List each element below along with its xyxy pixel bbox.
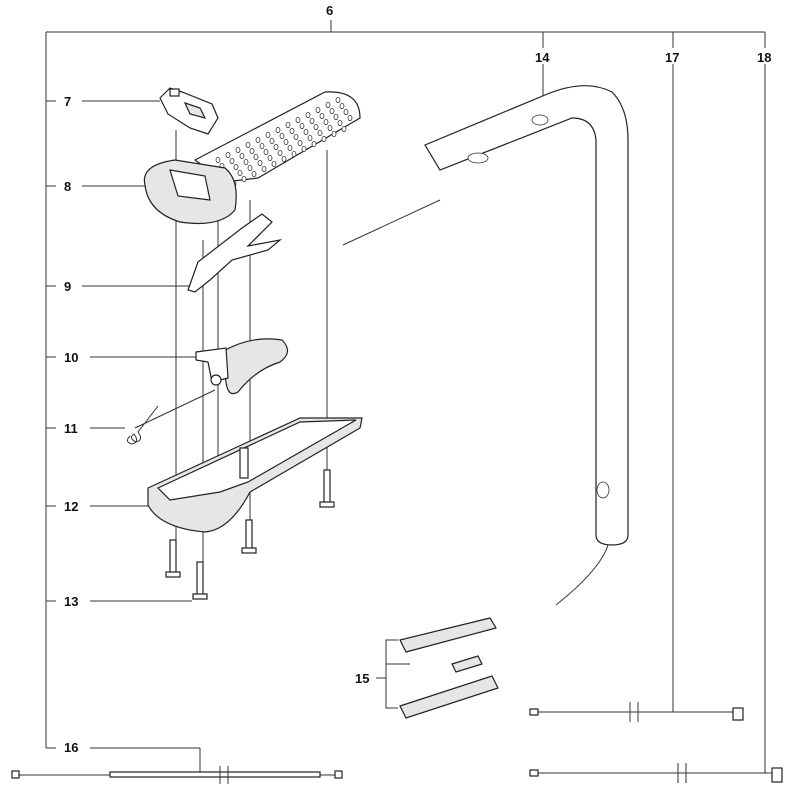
grip-hole: [215, 156, 221, 163]
grip-hole: [245, 141, 251, 148]
grip-hole: [323, 119, 329, 126]
grip-hole: [261, 165, 267, 172]
part-12-handle-base: [147, 417, 363, 533]
grip-hole: [347, 115, 353, 122]
grip-hole: [329, 108, 335, 115]
part-9-trigger: [187, 213, 283, 293]
callout-17: 17: [665, 50, 679, 65]
grip-hole: [293, 133, 299, 140]
grip-hole: [249, 147, 255, 154]
grip-hole: [339, 103, 345, 110]
grip-hole: [321, 135, 327, 142]
grip-hole: [225, 151, 231, 158]
part-14-tube: [424, 85, 629, 606]
part-grip-sleeve: [193, 91, 361, 187]
grip-hole: [287, 144, 293, 151]
grip-hole: [317, 129, 323, 136]
callout-18: 18: [757, 50, 771, 65]
grip-hole: [255, 136, 261, 143]
grip-hole: [343, 109, 349, 116]
callout-10: 10: [64, 350, 78, 365]
grip-hole: [311, 140, 317, 147]
grip-hole: [341, 126, 347, 133]
part-10-lever: [195, 338, 289, 395]
grip-hole: [277, 149, 283, 156]
callout-16: 16: [64, 740, 78, 755]
grip-hole: [247, 164, 253, 171]
grip-hole: [279, 132, 285, 139]
part-16-cable: [11, 766, 343, 784]
grip-hole: [233, 163, 239, 170]
grip-hole: [307, 134, 313, 141]
grip-hole: [253, 153, 259, 160]
callout-11: 11: [64, 421, 78, 436]
grip-hole: [273, 143, 279, 150]
grip-hole: [267, 154, 273, 161]
part-8-handle-top: [143, 159, 237, 225]
grip-hole: [297, 139, 303, 146]
grip-hole: [289, 127, 295, 134]
part-18-cable: [529, 763, 783, 783]
grip-hole: [257, 159, 263, 166]
grip-hole: [275, 127, 281, 134]
grip-hole: [337, 120, 343, 127]
part-11-spring: [126, 405, 159, 445]
grip-hole: [281, 155, 287, 162]
grip-hole: [259, 142, 265, 149]
callout-9: 9: [64, 279, 71, 294]
grip-hole: [237, 169, 243, 176]
grip-hole: [313, 124, 319, 131]
callout-6: 6: [326, 3, 333, 18]
grip-hole: [327, 125, 333, 132]
grip-hole: [235, 146, 241, 153]
grip-hole: [295, 117, 301, 124]
grip-hole: [243, 158, 249, 165]
grip-hole: [331, 130, 337, 137]
callout-8: 8: [64, 179, 71, 194]
grip-hole: [333, 114, 339, 121]
grip-hole: [309, 118, 315, 125]
grip-hole: [269, 137, 275, 144]
grip-hole: [251, 170, 257, 177]
callout-7: 7: [64, 94, 71, 109]
grip-hole: [319, 113, 325, 120]
grip-hole: [305, 112, 311, 119]
leader-lines: [45, 20, 766, 775]
grip-hole: [241, 175, 247, 182]
grip-hole: [291, 150, 297, 157]
grip-hole: [315, 107, 321, 114]
part-17-cable: [529, 702, 744, 722]
callout-14: 14: [535, 50, 550, 65]
part-15-connectors: [399, 617, 499, 719]
grip-hole: [303, 128, 309, 135]
grip-hole: [335, 97, 341, 104]
grip-hole: [301, 145, 307, 152]
part-7-switch: [159, 87, 219, 135]
part-13-screws: [165, 469, 335, 600]
grip-hole: [271, 160, 277, 167]
callout-12: 12: [64, 499, 78, 514]
callout-13: 13: [64, 594, 78, 609]
grip-hole: [299, 123, 305, 130]
grip-hole: [283, 138, 289, 145]
grip-hole: [285, 122, 291, 129]
grip-hole: [263, 148, 269, 155]
callout-15: 15: [355, 671, 369, 686]
grip-hole: [239, 152, 245, 159]
grip-hole: [265, 131, 271, 138]
grip-hole: [229, 157, 235, 164]
grip-hole: [325, 102, 331, 109]
